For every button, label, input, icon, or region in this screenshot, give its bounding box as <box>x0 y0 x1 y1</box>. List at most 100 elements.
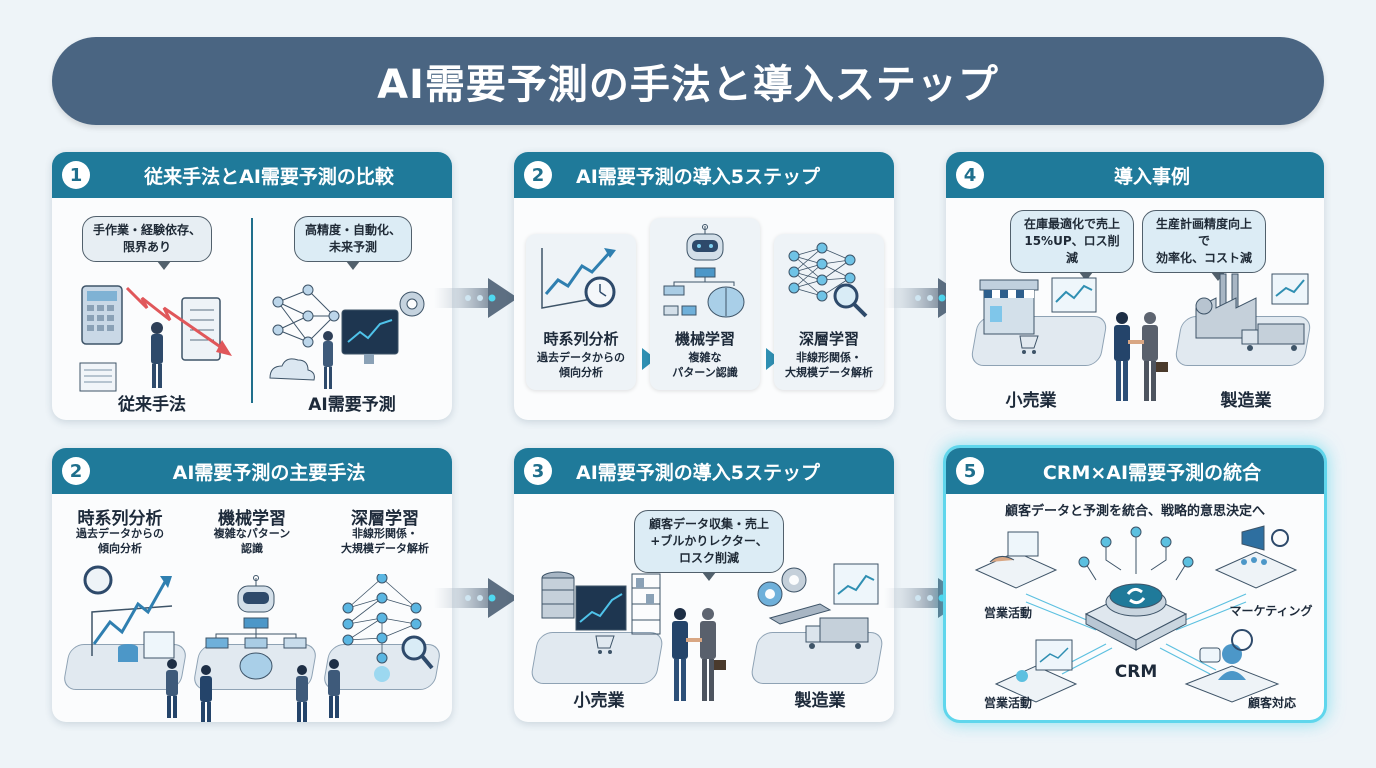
bubble-text: 手作業・経験依存、 <box>92 223 201 237</box>
robot-flowchart-brain-icon <box>663 224 745 318</box>
bubble-text: 在庫最適化で売上 <box>1023 217 1120 231</box>
team-people-icon <box>166 659 340 722</box>
database-monitor-shelf-icon <box>541 571 661 654</box>
speech-bubble-manufacturing: 生産計画精度向上で 効率化、コスト減 <box>1142 210 1266 281</box>
crm-node-marketing: マーケティング <box>1229 604 1313 618</box>
crm-node-sales-activity: 営業活動 <box>983 696 1032 710</box>
method-desc: 非線形関係・ 大規模データ解析 <box>322 526 448 556</box>
speech-bubble-ai: 高精度・自動化、 未来予測 <box>294 216 412 270</box>
step-desc-line: 過去データからの <box>537 351 625 364</box>
method-label: 機械学習 <box>218 509 286 529</box>
card-title: 従来手法とAI需要予測の比較 <box>144 165 394 188</box>
card-implementation-steps: 3 AI需要予測の導入5ステップ 顧客データ収集・売上 +ブルかりレクター、 ロ… <box>514 448 894 722</box>
step-desc-line: 複雑な <box>688 351 722 364</box>
crm-hub-diagram <box>974 525 1298 703</box>
method-desc-line: 過去データからの <box>76 527 164 540</box>
step-item-time-series: 時系列分析 過去データからの 傾向分析 <box>526 234 636 390</box>
step-label: 深層学習 <box>798 330 859 348</box>
step-badge: 4 <box>956 161 984 189</box>
comparison-divider <box>251 218 253 403</box>
method-desc-line: 非線形関係・ <box>352 527 418 540</box>
method-desc-line: 大規模データ解析 <box>341 542 429 555</box>
step-item-deep-learning: 深層学習 非線形関係・ 大規模データ解析 <box>774 234 884 390</box>
neural-network-monitor-icon <box>269 284 425 389</box>
card-main-methods: 2 AI需要予測の主要手法 時系列分析 過去データからの 傾向分析 機械学習 複… <box>52 448 452 722</box>
speech-bubble-retail: 在庫最適化で売上 15%UP、ロス削減 <box>1010 210 1134 281</box>
card-title: CRM×AI需要予測の統合 <box>1042 461 1262 484</box>
label-retail: 小売業 <box>1005 391 1057 411</box>
card-title: AI需要予測の主要手法 <box>172 461 366 484</box>
method-desc-line: 傾向分析 <box>98 542 142 555</box>
step-badge: 3 <box>524 457 552 485</box>
page-title: AI需要予測の手法と導入ステップ <box>377 62 999 108</box>
gears-conveyor-truck-icon <box>757 563 879 649</box>
card-title: AI需要予測の導入5ステップ <box>576 461 820 484</box>
card-comparison: 1 従来手法とAI需要予測の比較 手作業・経験依存、 限界あり 高精度・自動化、… <box>52 152 452 420</box>
step-label: 時系列分析 <box>543 330 619 348</box>
speech-bubble-integration: 顧客データ収集・売上 +ブルかりレクター、 ロスク削減 <box>634 510 784 581</box>
card-steps: 2 AI需要予測の導入5ステップ 時系列分析 過去データからの 傾向分析 <box>514 152 894 420</box>
neural-network-magnifier-icon <box>342 574 434 682</box>
step-badge: 5 <box>956 457 984 485</box>
businessmen-handshake-icon <box>1114 312 1168 401</box>
store-cart-icon <box>979 277 1097 354</box>
page-title-bar: AI需要予測の手法と導入ステップ <box>52 37 1324 125</box>
bubble-text: 高精度・自動化、 <box>304 223 401 237</box>
step-badge: 2 <box>524 161 552 189</box>
method-desc-line: 複雑なパターン <box>213 527 291 540</box>
bubble-text: 生産計画精度向上で <box>1155 217 1252 248</box>
bubble-text: 未来予測 <box>328 240 377 254</box>
label-retail: 小売業 <box>573 691 625 711</box>
method-desc: 複雑なパターン 認識 <box>192 526 312 556</box>
crm-subtitle: 顧客データと予測を統合、戦略的意思決定へ <box>1004 504 1265 519</box>
bubble-text: 限界あり <box>122 240 171 254</box>
bubble-text: +ブルかりレクター、 <box>650 534 768 548</box>
step-desc-line: 傾向分析 <box>559 366 603 379</box>
flow-arrow-right <box>434 278 518 318</box>
method-label: 深層学習 <box>351 509 419 529</box>
businessmen-handshake-icon <box>672 608 726 701</box>
neural-network-magnifier-icon <box>788 242 868 318</box>
step-desc: 非線形関係・ 大規模データ解析 <box>774 350 884 380</box>
crm-node-customer-support: 顧客対応 <box>1247 696 1296 710</box>
step-badge: 2 <box>62 457 90 485</box>
label-ai-forecast: AI需要予測 <box>308 395 396 415</box>
step-desc-line: 非線形関係・ <box>796 351 862 364</box>
card-header: 4 導入事例 <box>946 152 1324 198</box>
bubble-text: 顧客データ収集・売上 <box>648 517 769 531</box>
calculator-clipboard-decline-icon <box>79 285 232 392</box>
card-title: AI需要予測の導入5ステップ <box>576 165 820 188</box>
card-crm-integration: 5 CRM×AI需要予測の統合 顧客データと予測を統合、戦略的意思決定へ <box>946 448 1324 720</box>
flow-arrow-right <box>434 578 518 618</box>
trend-chart-clock-icon <box>541 248 616 309</box>
card-header: 2 AI需要予測の主要手法 <box>52 448 452 494</box>
speech-bubble-traditional: 手作業・経験依存、 限界あり <box>82 216 212 270</box>
label-traditional: 従来手法 <box>118 395 186 415</box>
card-title: 導入事例 <box>1113 165 1190 188</box>
card-header: 3 AI需要予測の導入5ステップ <box>514 448 894 494</box>
crm-node-sales: 営業活動 <box>983 606 1032 620</box>
factory-truck-icon <box>1195 273 1309 351</box>
card-case-studies: 4 導入事例 在庫最適化で売上 15%UP、ロス削減 生産計画精度向上で 効率化… <box>946 152 1324 420</box>
bubble-text: ロスク削減 <box>678 551 739 565</box>
step-badge: 1 <box>62 161 90 189</box>
label-manufacturing: 製造業 <box>794 691 846 711</box>
step-desc: 複雑な パターン認識 <box>650 350 760 380</box>
method-label: 時系列分析 <box>77 509 163 529</box>
method-desc-line: 認識 <box>241 542 263 555</box>
card-header: 2 AI需要予測の導入5ステップ <box>514 152 894 198</box>
bubble-text: 15%UP、ロス削減 <box>1024 234 1120 265</box>
robot-flowchart-brain-icon <box>205 575 307 680</box>
step-desc-line: 大規模データ解析 <box>785 366 873 379</box>
crm-center-label: CRM <box>1114 662 1158 682</box>
step-desc: 過去データからの 傾向分析 <box>526 350 636 380</box>
card-header: 5 CRM×AI需要予測の統合 <box>946 448 1324 494</box>
card-header: 1 従来手法とAI需要予測の比較 <box>52 152 452 198</box>
clock-trend-calendar-icon <box>83 565 175 662</box>
step-desc-line: パターン認識 <box>672 366 738 379</box>
method-desc: 過去データからの 傾向分析 <box>60 526 180 556</box>
bubble-text: 効率化、コスト減 <box>1155 251 1252 265</box>
label-manufacturing: 製造業 <box>1220 391 1272 411</box>
step-item-machine-learning: 機械学習 複雑な パターン認識 <box>650 218 760 390</box>
step-label: 機械学習 <box>674 330 735 348</box>
